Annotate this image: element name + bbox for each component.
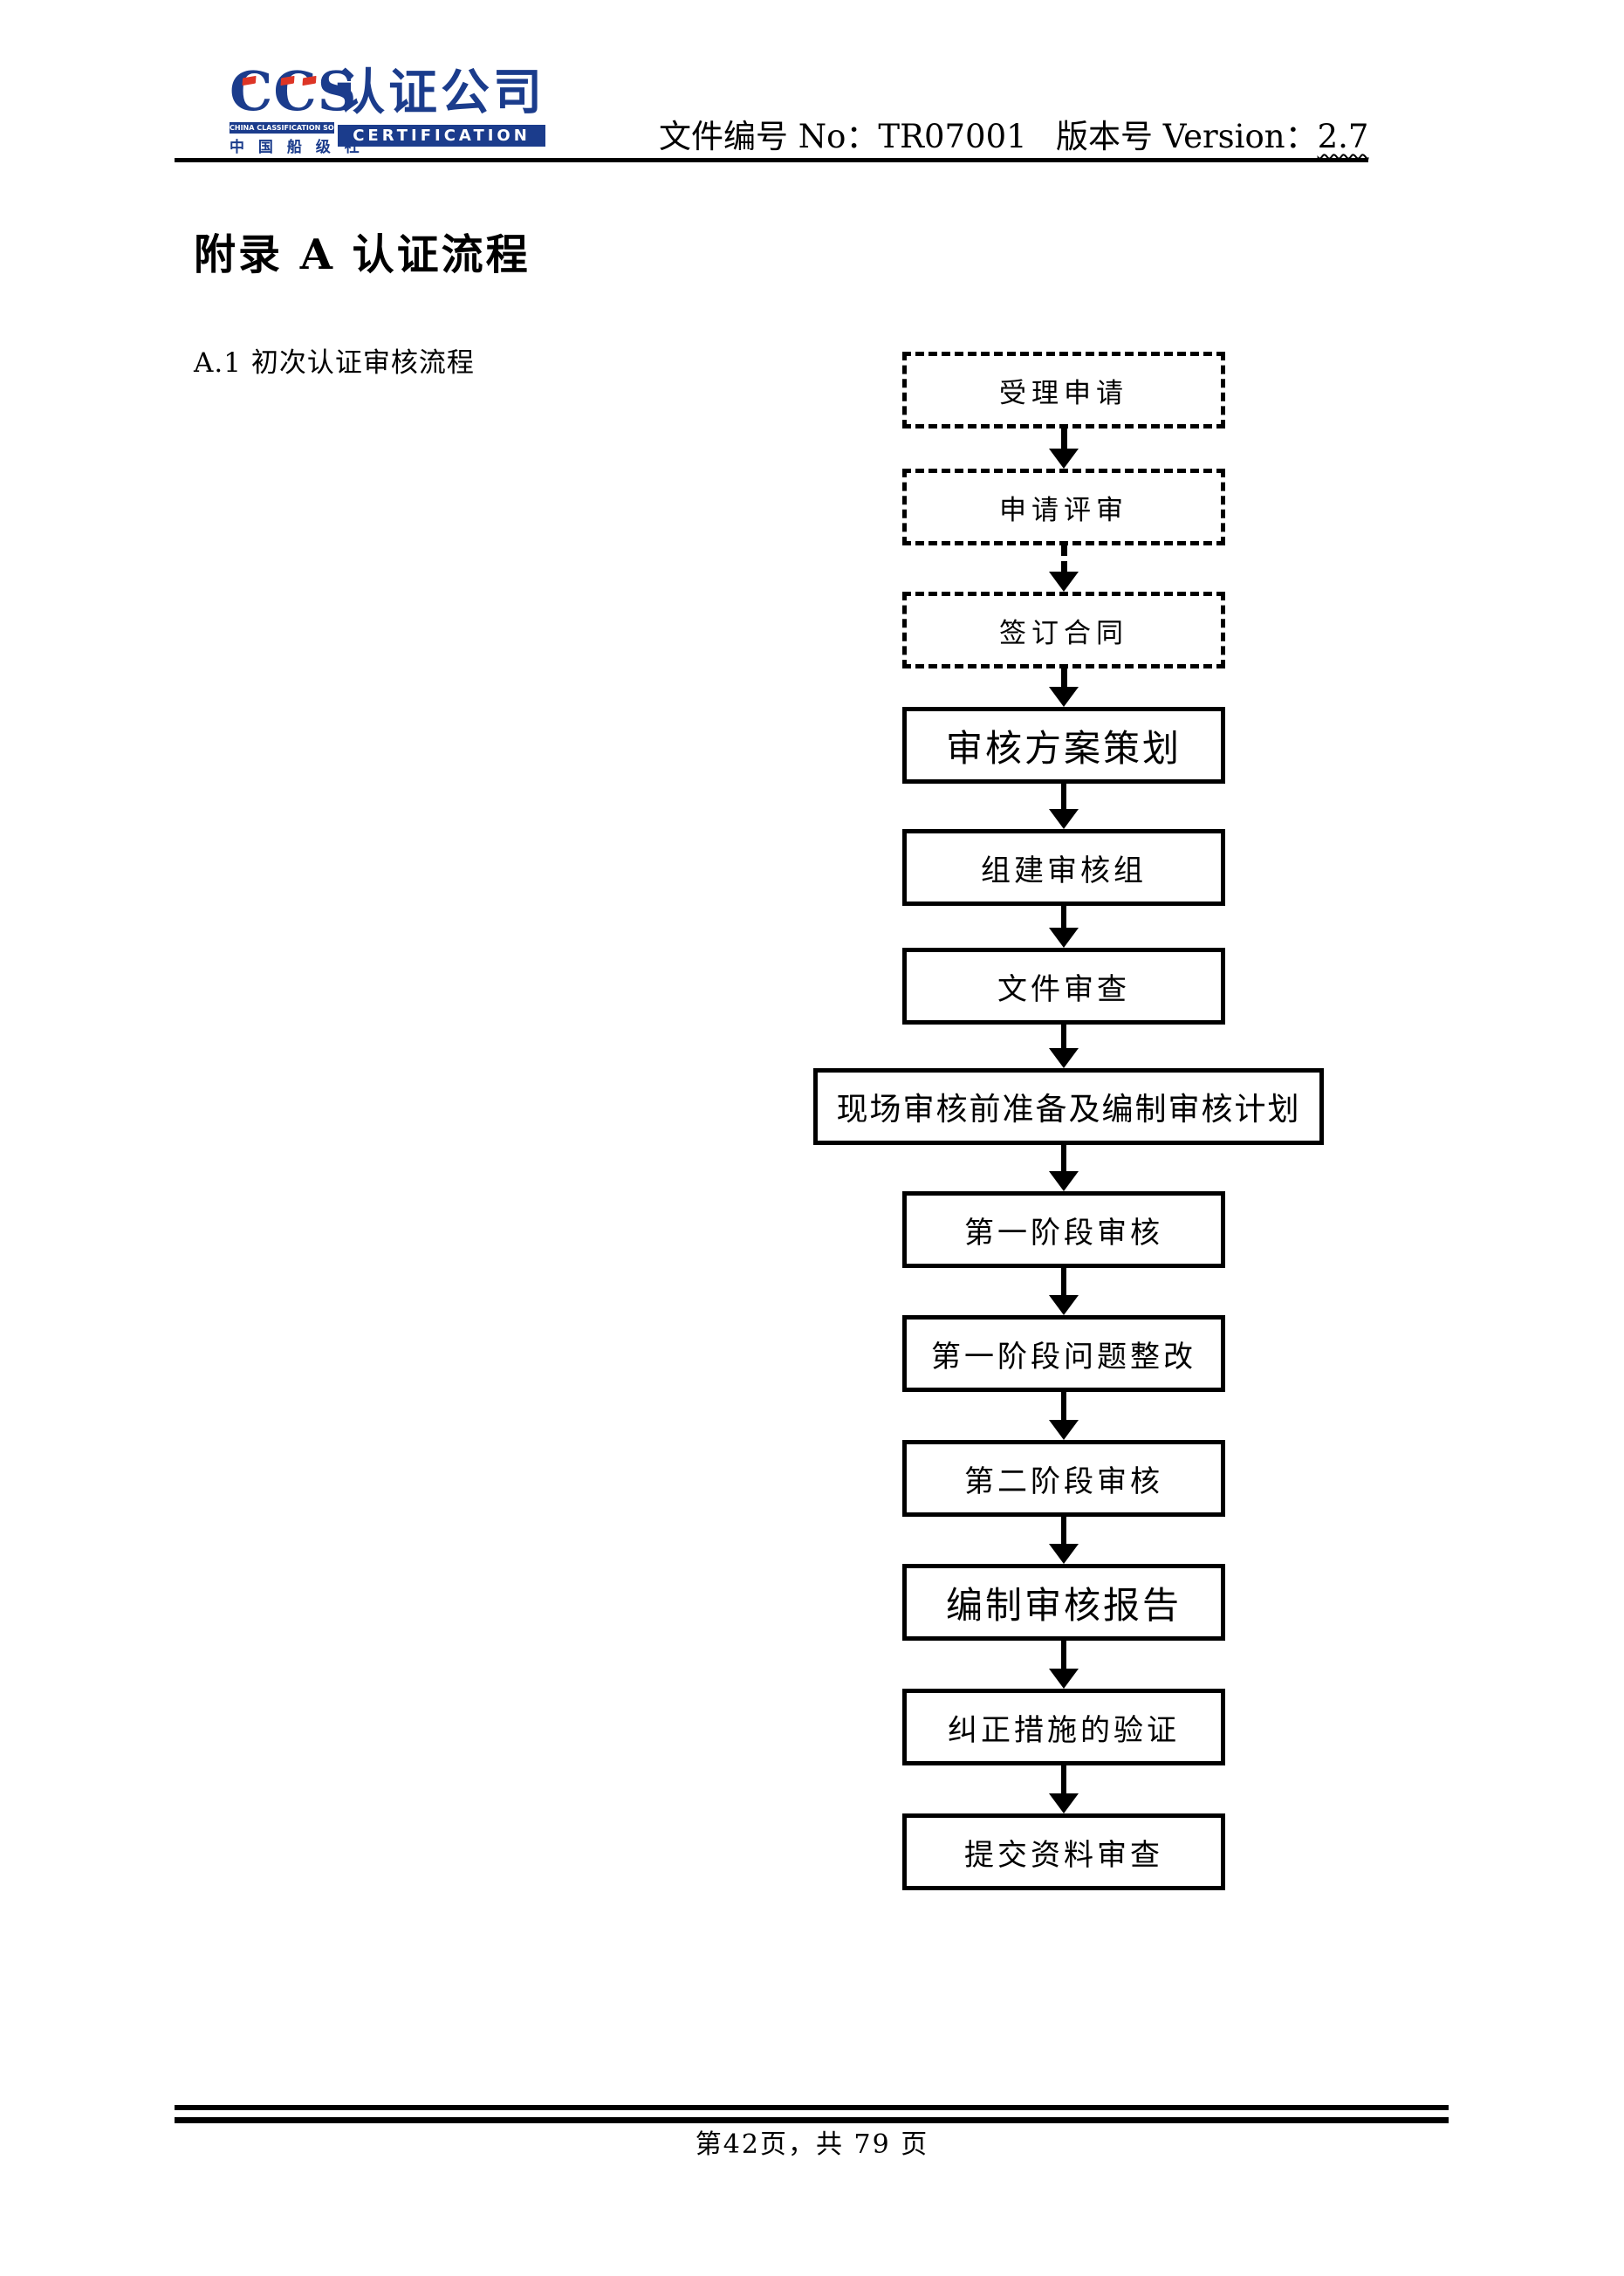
doc-number: 文件编号 No：TR07001 — [659, 118, 1027, 155]
flow-step-11: 编制审核报告 — [902, 1564, 1225, 1641]
flow-step-3: 签订合同 — [902, 592, 1225, 668]
flow-step-label: 组建审核组 — [981, 853, 1147, 888]
flow-arrow-12-solid — [1046, 1765, 1081, 1813]
page-title: 附录 A 认证流程 — [194, 230, 531, 279]
arrow-line — [1060, 545, 1067, 572]
arrow-head-icon — [1049, 572, 1079, 592]
arrow-line — [1061, 1392, 1066, 1420]
arrow-line — [1061, 1517, 1066, 1544]
flow-arrow-7-solid — [1046, 1145, 1081, 1191]
flow-step-label: 纠正措施的验证 — [948, 1712, 1180, 1748]
flow-arrow-5-solid — [1046, 906, 1081, 948]
flow-step-label: 申请评审 — [999, 494, 1128, 526]
flow-step-5: 组建审核组 — [902, 829, 1225, 906]
flow-step-1: 受理申请 — [902, 352, 1225, 428]
arrow-head-icon — [1049, 449, 1079, 469]
arrow-head-icon — [1049, 1048, 1079, 1068]
flow-step-label: 第一阶段审核 — [964, 1215, 1163, 1251]
arrow-head-icon — [1049, 1793, 1079, 1813]
flow-step-13: 提交资料审查 — [902, 1813, 1225, 1890]
flow-step-6: 文件审查 — [902, 948, 1225, 1025]
flow-step-label: 受理申请 — [999, 377, 1128, 409]
flow-step-9: 第一阶段问题整改 — [902, 1315, 1225, 1392]
flow-step-label: 现场审核前准备及编制审核计划 — [836, 1092, 1301, 1128]
arrow-head-icon — [1049, 1420, 1079, 1440]
header-divider — [175, 158, 1368, 162]
arrow-head-icon — [1049, 928, 1079, 948]
arrow-head-icon — [1049, 809, 1079, 829]
section-subtitle: A.1 初次认证审核流程 — [194, 347, 475, 379]
flow-step-8: 第一阶段审核 — [902, 1191, 1225, 1268]
flow-arrow-1-dashed — [1046, 428, 1081, 469]
version-value: 2.7 — [1317, 118, 1369, 155]
flow-arrow-4-solid — [1046, 784, 1081, 829]
flow-arrow-9-solid — [1046, 1392, 1081, 1440]
flow-arrow-6-solid — [1046, 1025, 1081, 1068]
flow-step-12: 纠正措施的验证 — [902, 1689, 1225, 1765]
arrow-head-icon — [1049, 1295, 1079, 1315]
flow-step-label: 审核方案策划 — [945, 726, 1182, 770]
flow-arrow-8-solid — [1046, 1268, 1081, 1315]
society-cn-label: 中 国 船 级 社 — [230, 139, 364, 156]
society-en-label: CHINA CLASSIFICATION SOCIETY — [230, 122, 334, 134]
company-cn-label: 认证公司 — [336, 65, 545, 121]
flow-step-label: 编制审核报告 — [945, 1583, 1182, 1627]
flow-step-7: 现场审核前准备及编制审核计划 — [813, 1068, 1324, 1145]
arrow-head-icon — [1049, 687, 1079, 707]
arrow-line — [1061, 1641, 1066, 1669]
flow-step-10: 第二阶段审核 — [902, 1440, 1225, 1517]
arrow-line — [1061, 1145, 1066, 1171]
flow-arrow-3-dashed — [1046, 668, 1081, 707]
flow-arrow-10-solid — [1046, 1517, 1081, 1564]
page-number: 第42页，共 79 页 — [695, 2129, 929, 2160]
arrow-line — [1060, 428, 1067, 449]
version-label: 版本号 Version： — [1056, 118, 1318, 155]
arrow-head-icon — [1049, 1171, 1079, 1191]
arrow-line — [1061, 1268, 1066, 1295]
arrow-head-icon — [1049, 1544, 1079, 1564]
certification-en-label: CERTIFICATION — [338, 125, 545, 147]
company-logo: CCS CHINA CLASSIFICATION SOCIETY 中 国 船 级… — [230, 63, 550, 156]
arrow-line — [1061, 906, 1066, 928]
arrow-head-icon — [1049, 1669, 1079, 1689]
flow-arrow-2-dashed — [1046, 545, 1081, 592]
footer-divider-bottom — [175, 2117, 1449, 2123]
flow-step-label: 提交资料审查 — [964, 1837, 1163, 1873]
arrow-line — [1061, 1765, 1066, 1793]
flow-step-label: 文件审查 — [997, 971, 1130, 1007]
version-number: 版本号 Version：2.7 — [1056, 110, 1368, 157]
flow-step-label: 签订合同 — [999, 617, 1128, 649]
flow-step-label: 第二阶段审核 — [964, 1464, 1163, 1499]
arrow-line — [1061, 1025, 1066, 1048]
footer-divider-top — [175, 2105, 1449, 2110]
flow-step-2: 申请评审 — [902, 469, 1225, 545]
certification-logo-block: 认证公司 CERTIFICATION — [336, 63, 550, 147]
flow-step-label: 第一阶段问题整改 — [931, 1339, 1196, 1375]
arrow-line — [1060, 668, 1067, 687]
flow-step-4: 审核方案策划 — [902, 707, 1225, 784]
arrow-line — [1061, 784, 1066, 809]
flow-arrow-11-solid — [1046, 1641, 1081, 1689]
